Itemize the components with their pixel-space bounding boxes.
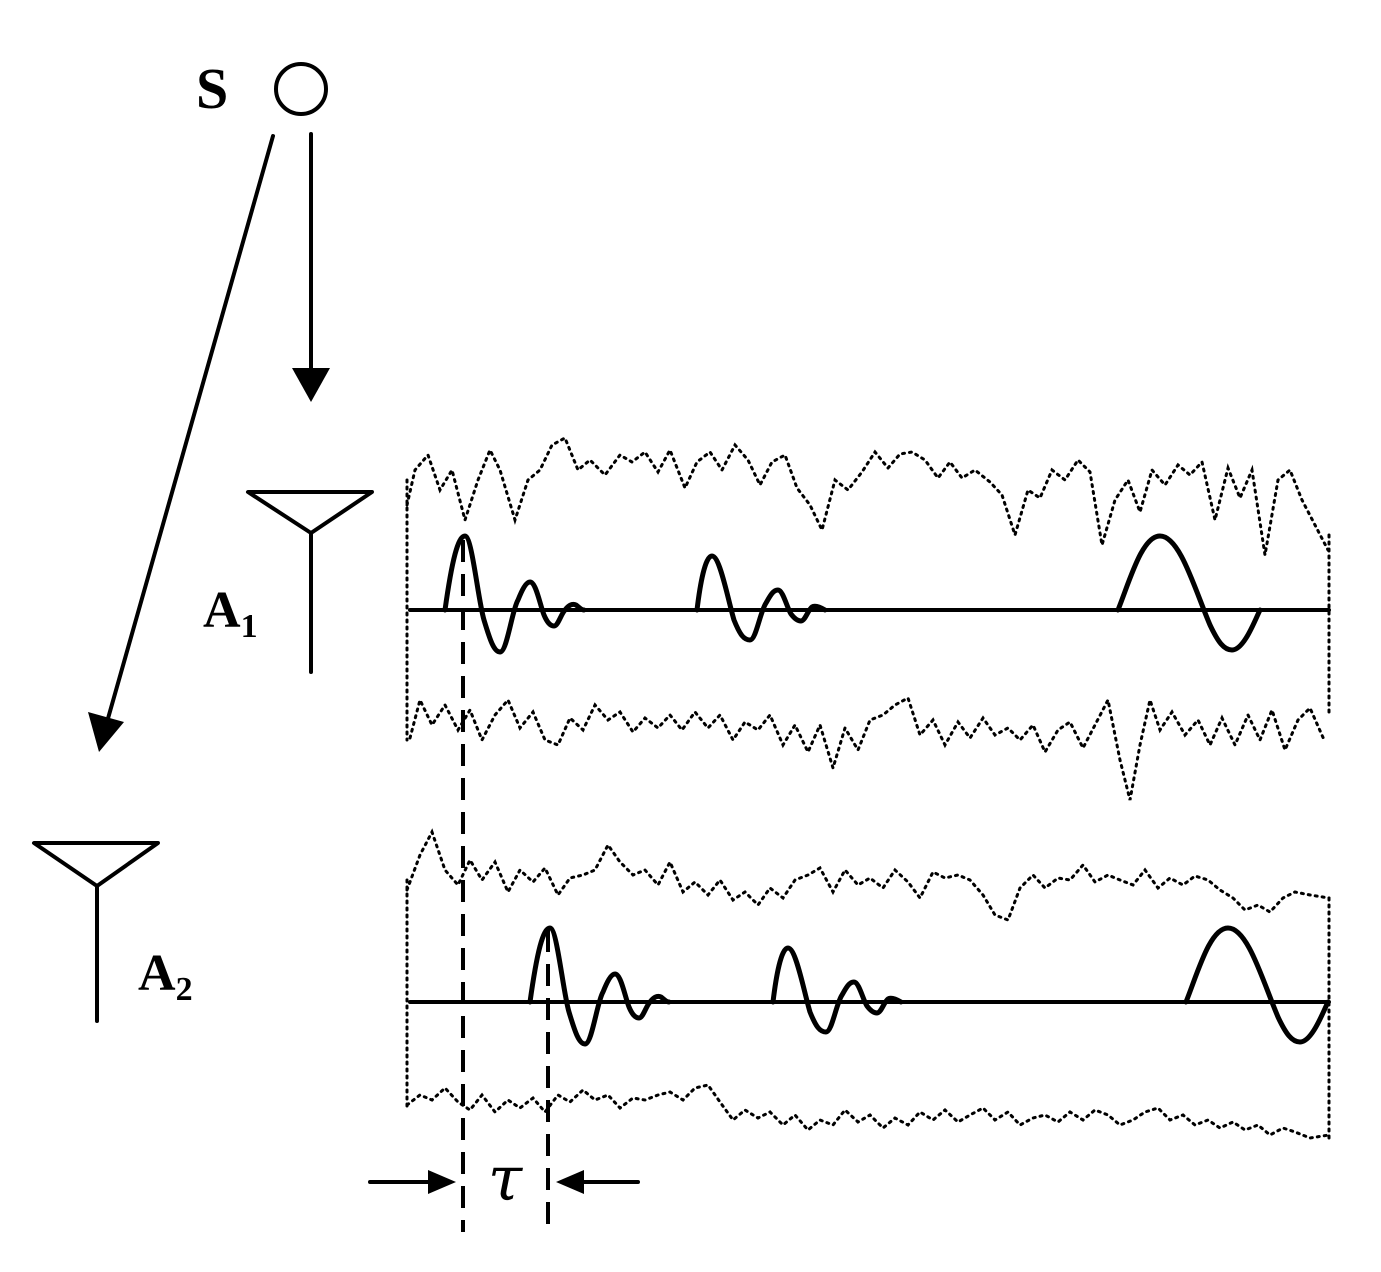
delay-label: τ xyxy=(488,1142,524,1215)
path-to-a1-arrow xyxy=(292,132,330,402)
a2-letter: A xyxy=(138,945,176,1002)
a1-letter: A xyxy=(203,582,241,639)
delay-arrow-left xyxy=(368,1170,456,1194)
antenna-a2-icon xyxy=(32,841,160,1023)
pulse-3-a2 xyxy=(1183,925,1331,1045)
noise-top-a1 xyxy=(405,435,1330,556)
pulse-2-a2 xyxy=(770,945,904,1035)
pulse-1-a1 xyxy=(442,533,587,655)
antenna-a1-icon xyxy=(246,490,374,674)
noise-bottom-a1 xyxy=(408,694,1327,801)
pulse-1-a2 xyxy=(527,925,672,1047)
path-to-a2-arrow xyxy=(88,134,275,752)
pulse-2-a1 xyxy=(694,553,828,643)
a1-subscript: 1 xyxy=(241,608,258,645)
noise-top-a2 xyxy=(405,828,1331,922)
signal-box-a1 xyxy=(405,435,1331,801)
pulse-3-a1 xyxy=(1115,533,1263,653)
a2-subscript: 2 xyxy=(176,971,193,1008)
noise-bottom-a2 xyxy=(405,1083,1331,1140)
source-label: S xyxy=(196,56,228,121)
source-circle xyxy=(274,62,328,116)
delay-arrow-right xyxy=(556,1170,640,1194)
antenna-a2-label: A2 xyxy=(138,945,193,1008)
signal-box-a2 xyxy=(405,828,1331,1140)
antenna-a1-label: A1 xyxy=(203,582,258,645)
